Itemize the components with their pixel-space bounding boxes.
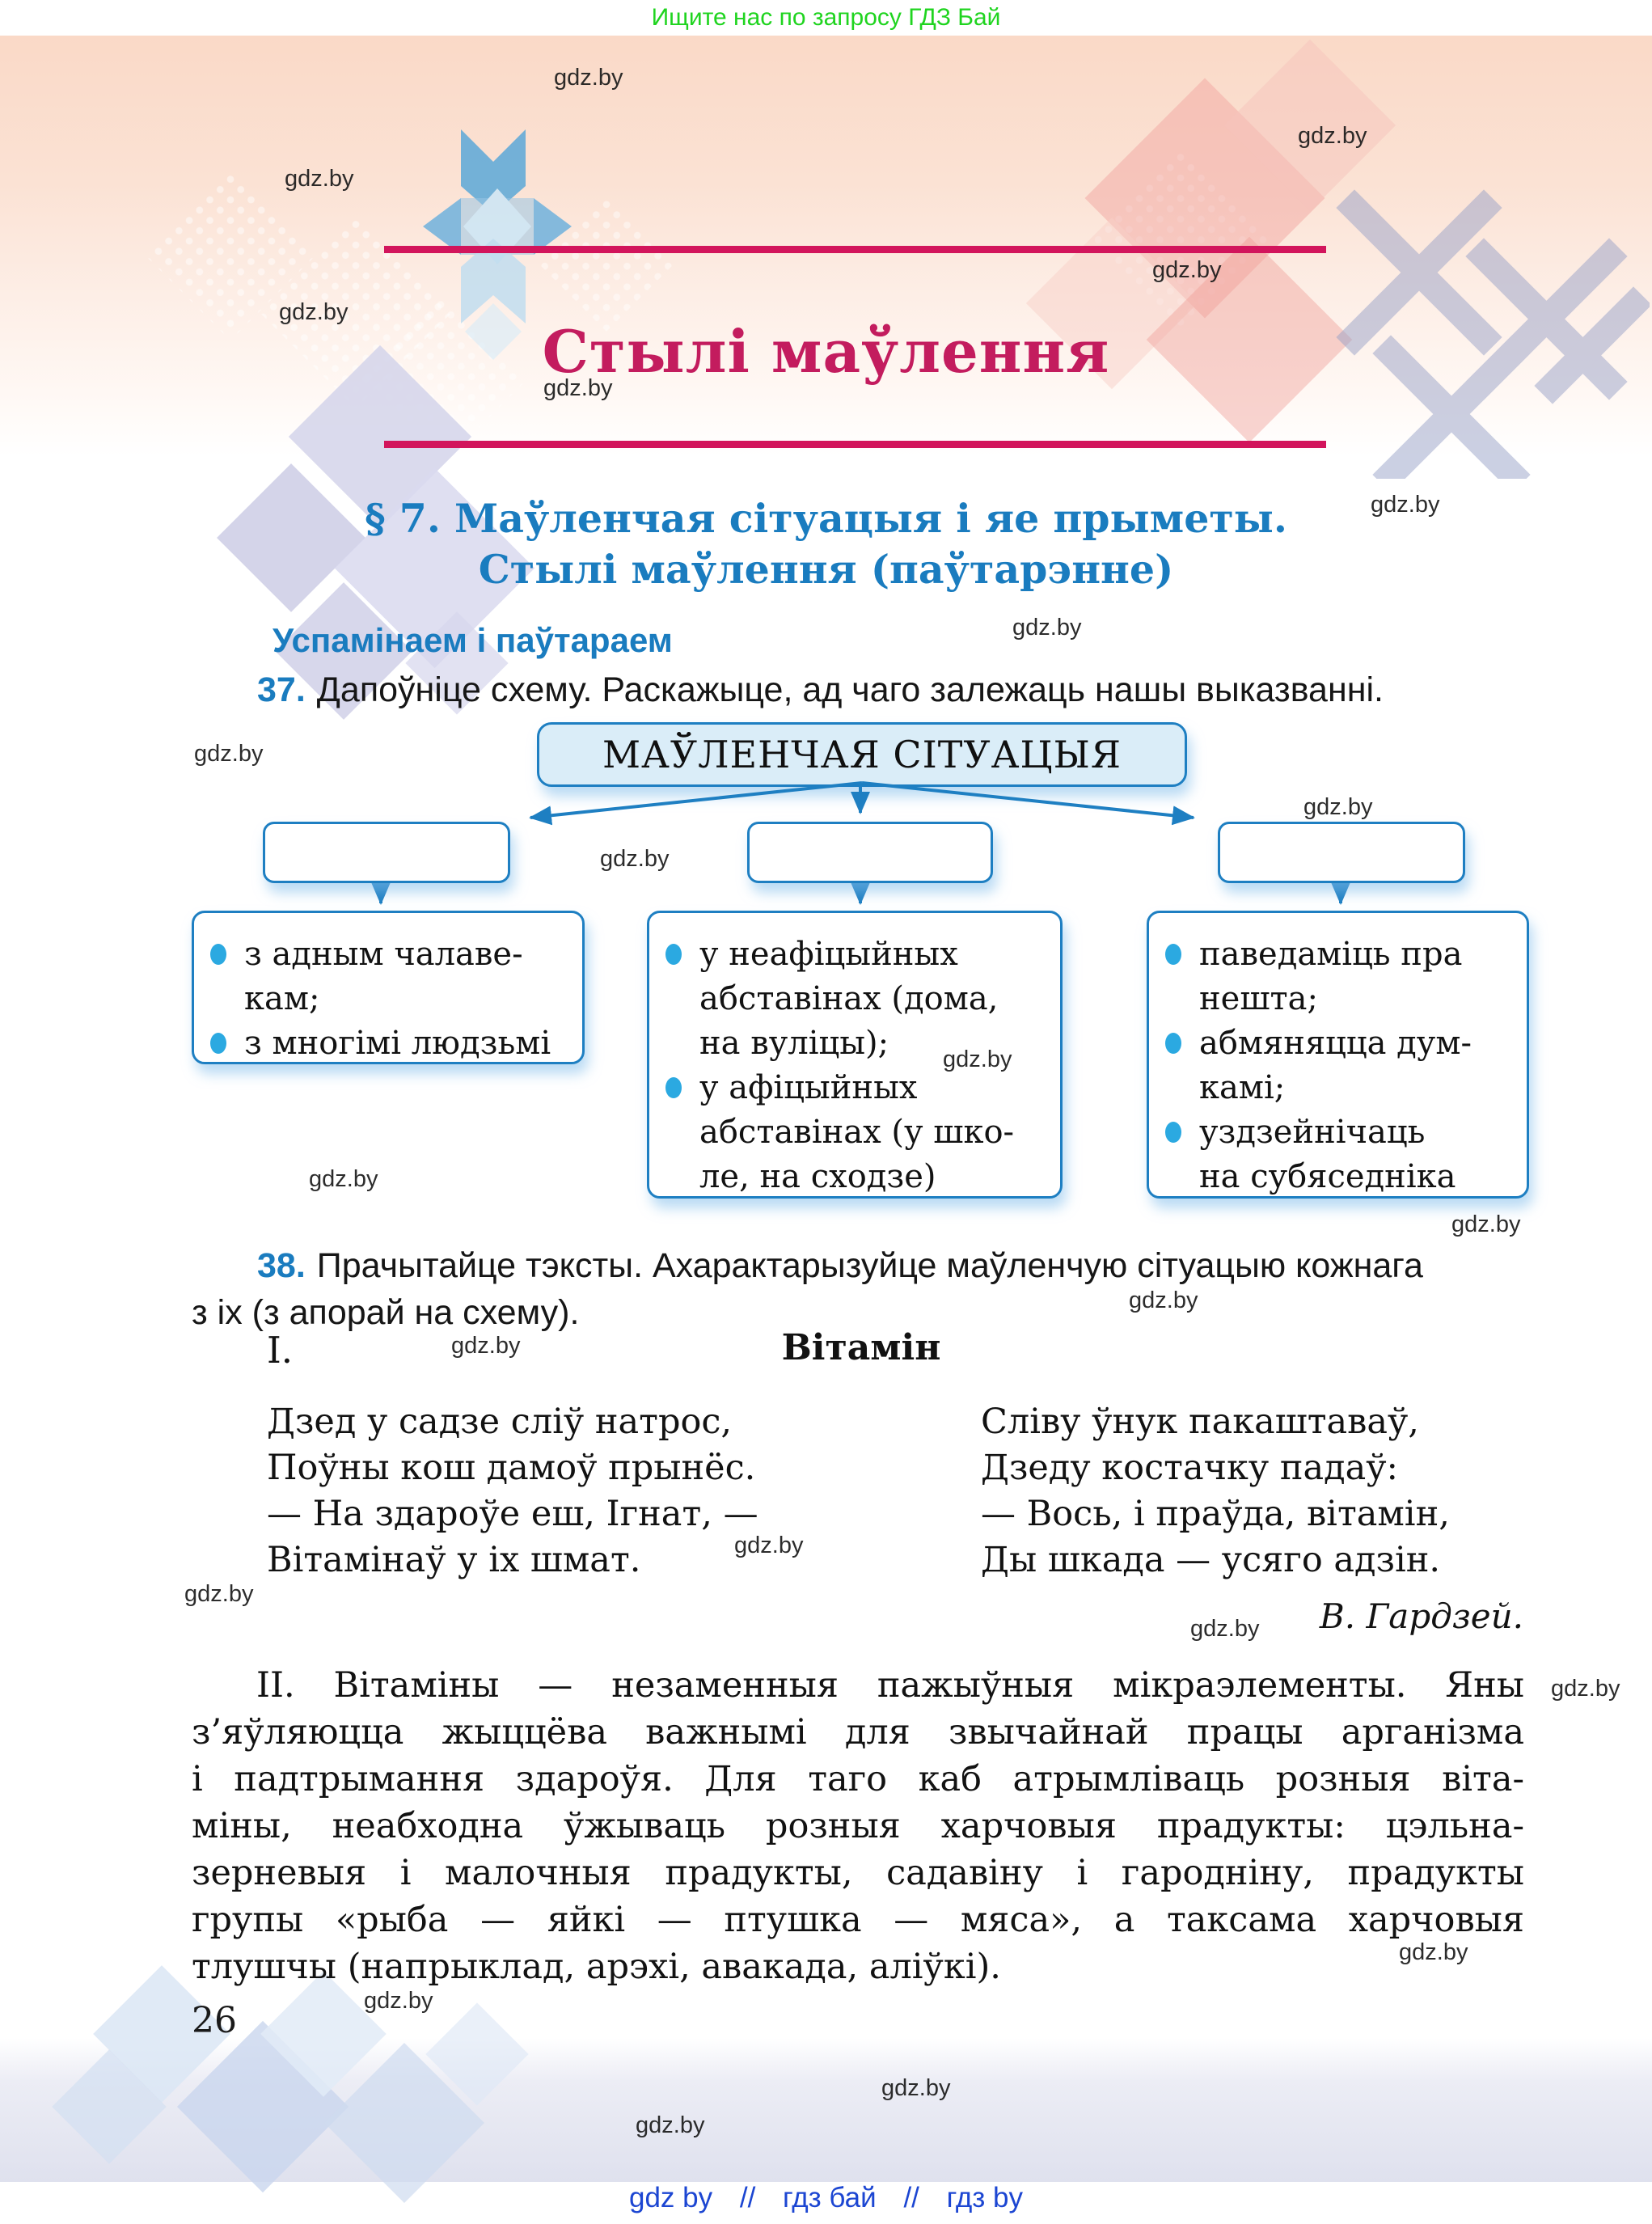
gdz-watermark: gdz.by <box>554 65 623 91</box>
footer-link-gdz-by2[interactable]: гдз by <box>946 2182 1023 2213</box>
diagram-root-label: МАЎЛЕНЧАЯ СІТУАЦЫЯ <box>602 733 1122 776</box>
gdz-watermark: gdz.by <box>543 375 613 401</box>
gdz-watermark: gdz.by <box>309 1166 378 1192</box>
gdz-watermark: gdz.by <box>1371 492 1440 518</box>
list-item-text: у неафіцыйных абставінах (дома, на вуліц… <box>699 936 999 1062</box>
paragraph2-line: II. Вітаміны — незаменныя пажыўныя мікра… <box>256 1665 1524 1706</box>
diagram-root-box: МАЎЛЕНЧАЯ СІТУАЦЫЯ <box>537 722 1187 787</box>
gdz-watermark: gdz.by <box>184 1581 254 1607</box>
footer-separator: // <box>739 2182 756 2213</box>
gdz-watermark: gdz.by <box>1190 1616 1260 1642</box>
gdz-watermark: gdz.by <box>1129 1287 1198 1313</box>
gdz-watermark: gdz.by <box>1303 794 1373 820</box>
gdz-watermark: gdz.by <box>1152 257 1222 283</box>
gdz-watermark: gdz.by <box>1298 123 1367 149</box>
list-item: паведаміць пра нешта; <box>1164 932 1512 1021</box>
exercise-37: 37. Дапоўніце схему. Раскажыце, ад чаго з… <box>257 668 1384 712</box>
list-item: у неафіцыйных абставінах (дома, на вуліц… <box>664 932 1046 1066</box>
exercise-38-line1: 38. Прачытайце тэксты. Ахарактарызуйце ма… <box>257 1244 1423 1287</box>
gdz-watermark: gdz.by <box>451 1333 521 1359</box>
exercise-38-number: 38. <box>257 1246 306 1285</box>
section-subheading: Успамінаем і паўтараем <box>273 621 673 659</box>
title-rule-bottom <box>384 441 1326 448</box>
diagram-box-goals: паведаміць пра нешта; абмяняцца дум- кам… <box>1147 911 1529 1199</box>
bullet-icon <box>665 1077 682 1098</box>
paragraph2-line: з’яўляюцца жыццёва важнымі для звычайнай… <box>192 1712 1524 1753</box>
poem-column-left: Дзед у садзе сліў натрос, Поўны кош дамо… <box>267 1402 758 1580</box>
diagram-empty-slot-3 <box>1218 822 1465 883</box>
section-heading-line1: § 7. Маўленчая сітуацыя і яе прыметы. <box>365 495 1287 542</box>
exercise-37-number: 37. <box>257 670 306 709</box>
gdz-watermark: gdz.by <box>1399 1939 1468 1965</box>
gdz-watermark: gdz.by <box>194 741 264 767</box>
diagram-box-participants: з адным чалаве- кам; з многімі людзьмі <box>192 911 585 1064</box>
footer-link-gdz-by[interactable]: gdz by <box>629 2182 713 2213</box>
list-item: з многімі людзьмі <box>209 1021 568 1066</box>
title-rule-top <box>384 246 1326 253</box>
gdz-watermark: gdz.by <box>943 1046 1012 1072</box>
gdz-watermark: gdz.by <box>1012 615 1082 641</box>
ornament-snowflake-decoration <box>1336 189 1650 479</box>
promo-banner-text: Ищите нас по запросу ГДЗ Бай <box>651 4 1001 31</box>
gdz-watermark: gdz.by <box>364 1988 433 2014</box>
exercise-38-text-line1: Прачытайце тэксты. Ахарактарызуйце маўле… <box>316 1246 1423 1285</box>
bullet-icon <box>1165 1033 1181 1054</box>
list-item: уздзейнічаць на субяседніка <box>1164 1110 1512 1199</box>
exercise-38-line2: з іх (з апорай на схему). <box>192 1293 580 1332</box>
gdz-watermark: gdz.by <box>1451 1211 1521 1237</box>
list-item-text: з многімі людзьмі <box>244 1025 551 1062</box>
paragraph2-line: групы «рыба — яйкі — птушка — мяса», а т… <box>192 1900 1524 1940</box>
gdz-watermark: gdz.by <box>881 2075 951 2101</box>
bullet-icon <box>1165 944 1181 965</box>
list-item-text: з адным чалаве- кам; <box>244 936 523 1017</box>
section-heading-line2: Стылі маўлення (паўтарэнне) <box>478 546 1174 593</box>
page-number: 26 <box>192 2000 237 2041</box>
paragraph2-line: тлушчы (напрыклад, арэхі, авакада, аліўк… <box>192 1947 1001 1987</box>
gdz-watermark: gdz.by <box>279 299 349 325</box>
bullet-icon <box>1165 1122 1181 1143</box>
list-item-text: паведаміць пра нешта; <box>1199 936 1463 1017</box>
diagram-empty-slot-2 <box>747 822 993 883</box>
diagram-box-circumstances: у неафіцыйных абставінах (дома, на вуліц… <box>647 911 1063 1199</box>
list-item-text: уздзейнічаць на субяседніка <box>1199 1114 1456 1195</box>
poem-column-right: Сліву ўнук пакаштаваў, Дзеду костачку па… <box>981 1402 1450 1580</box>
bullet-icon <box>210 1033 226 1054</box>
footer-separator: // <box>903 2182 919 2213</box>
gdz-watermark: gdz.by <box>1551 1676 1620 1702</box>
bullet-icon <box>210 944 226 965</box>
diagram-arrows <box>371 781 1350 905</box>
list-item-text: абмяняцца дум- камі; <box>1199 1025 1472 1106</box>
list-item: у афіцыйных абставінах (у шко- ле, на сх… <box>664 1066 1046 1199</box>
promo-banner: Ищите нас по запросу ГДЗ Бай <box>0 0 1652 36</box>
diagram-empty-slot-1 <box>263 822 510 883</box>
text1-label: I. <box>267 1329 294 1372</box>
paragraph2-line: зерневыя і малочныя прадукты, садавіну і… <box>192 1853 1524 1893</box>
footer-links: gdz by // гдз бай // гдз by <box>0 2180 1652 2216</box>
footer-link-gdz-bai[interactable]: гдз бай <box>783 2182 877 2213</box>
exercise-37-text: Дапоўніце схему. Раскажыце, ад чаго зале… <box>316 670 1384 709</box>
bullet-icon <box>665 944 682 965</box>
gdz-watermark: gdz.by <box>285 166 354 192</box>
quilt-star-decoration <box>423 129 572 360</box>
list-item: абмяняцца дум- камі; <box>1164 1021 1512 1110</box>
poem-author: В. Гардзей. <box>1319 1596 1523 1636</box>
gdz-watermark: gdz.by <box>600 846 670 872</box>
gdz-watermark: gdz.by <box>734 1533 804 1558</box>
paragraph2-line: міны, неабходна ўжываць розныя харчовыя … <box>192 1806 1524 1846</box>
list-item-text: у афіцыйных абставінах (у шко- ле, на сх… <box>699 1069 1015 1195</box>
paragraph2-line: і падтрымання здароўя. Для таго каб атры… <box>192 1759 1524 1799</box>
gdz-watermark: gdz.by <box>636 2112 705 2138</box>
poem-title: Вітамін <box>781 1327 941 1368</box>
list-item: з адным чалаве- кам; <box>209 932 568 1021</box>
chapter-title: Стылі маўлення <box>542 317 1110 386</box>
